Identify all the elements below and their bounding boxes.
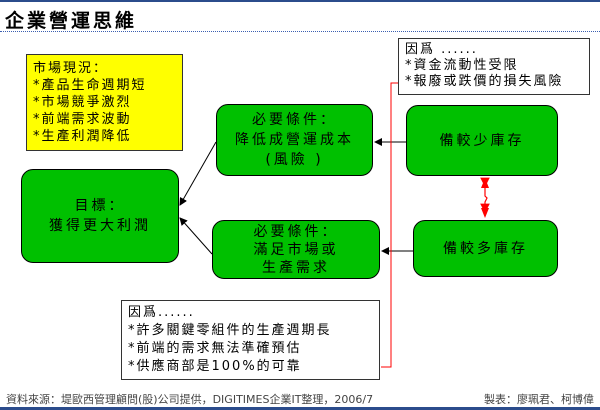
top-reason-box: 因爲 ...... *資金流動性受限 *報廢或跌價的損失風險 [398, 38, 590, 95]
bottom-rule [0, 407, 600, 410]
red-callout-line [381, 82, 398, 368]
market-heading: 市場現況： [33, 61, 109, 76]
red-arrowheads [481, 178, 489, 218]
top-rule [0, 0, 600, 2]
condition-text: 滿足市場或 [253, 241, 339, 258]
more-inventory-label: 備較多庫存 [443, 240, 528, 257]
bottom-reason-box: 因爲...... *許多關鍵零組件的生產週期長 *前端的需求無法準確預估 *供應… [121, 300, 380, 380]
market-item: *產品生命週期短 [33, 78, 147, 93]
title-divider [0, 31, 600, 32]
condition-meet-demand-box: 必要條件： 滿足市場或 生產需求 [212, 220, 380, 279]
goal-heading: 目標： [74, 198, 126, 214]
page-title: 企業營運思維 [5, 10, 138, 32]
arrow-condition2-to-goal [179, 217, 213, 255]
reason-heading: 因爲 ...... [405, 42, 478, 57]
source-note: 資料來源：堤歐西管理顧問(股)公司提供，DIGITIMES企業IT整理，2006… [6, 393, 374, 406]
red-double-arrow [480, 177, 490, 214]
market-item: *生產利潤降低 [33, 129, 132, 144]
author-note: 製表：廖珮君、柯博偉 [484, 393, 594, 406]
reason-item: *資金流動性受限 [405, 58, 519, 73]
condition-text: (風險 ) [265, 152, 324, 168]
condition-heading: 必要條件： [252, 112, 337, 128]
condition-heading: 必要條件： [253, 223, 339, 240]
reason-item: *許多關鍵零組件的生產週期長 [128, 323, 332, 338]
reason-item: *前端的需求無法準確預估 [128, 341, 302, 356]
condition-text: 降低成營運成本 [235, 132, 354, 148]
less-inventory-label: 備較少庫存 [439, 132, 525, 149]
less-inventory-box: 備較少庫存 [406, 105, 558, 176]
market-item: *市場競爭激烈 [33, 95, 132, 110]
goal-box: 目標： 獲得更大利潤 [21, 169, 179, 263]
reason-item: *報廢或跌價的損失風險 [405, 74, 564, 89]
market-status-box: 市場現況： *產品生命週期短 *市場競爭激烈 *前端需求波動 *生產利潤降低 [26, 54, 183, 151]
reason-heading: 因爲...... [128, 305, 195, 320]
condition-reduce-cost-box: 必要條件： 降低成營運成本 (風險 ) [216, 104, 373, 176]
arrow-condition1-to-goal [179, 141, 217, 206]
goal-text: 獲得更大利潤 [49, 218, 151, 234]
reason-item: *供應商部是100%的可靠 [128, 359, 302, 374]
condition-text: 生產需求 [262, 259, 330, 276]
more-inventory-box: 備較多庫存 [413, 220, 558, 277]
market-item: *前端需求波動 [33, 112, 132, 127]
